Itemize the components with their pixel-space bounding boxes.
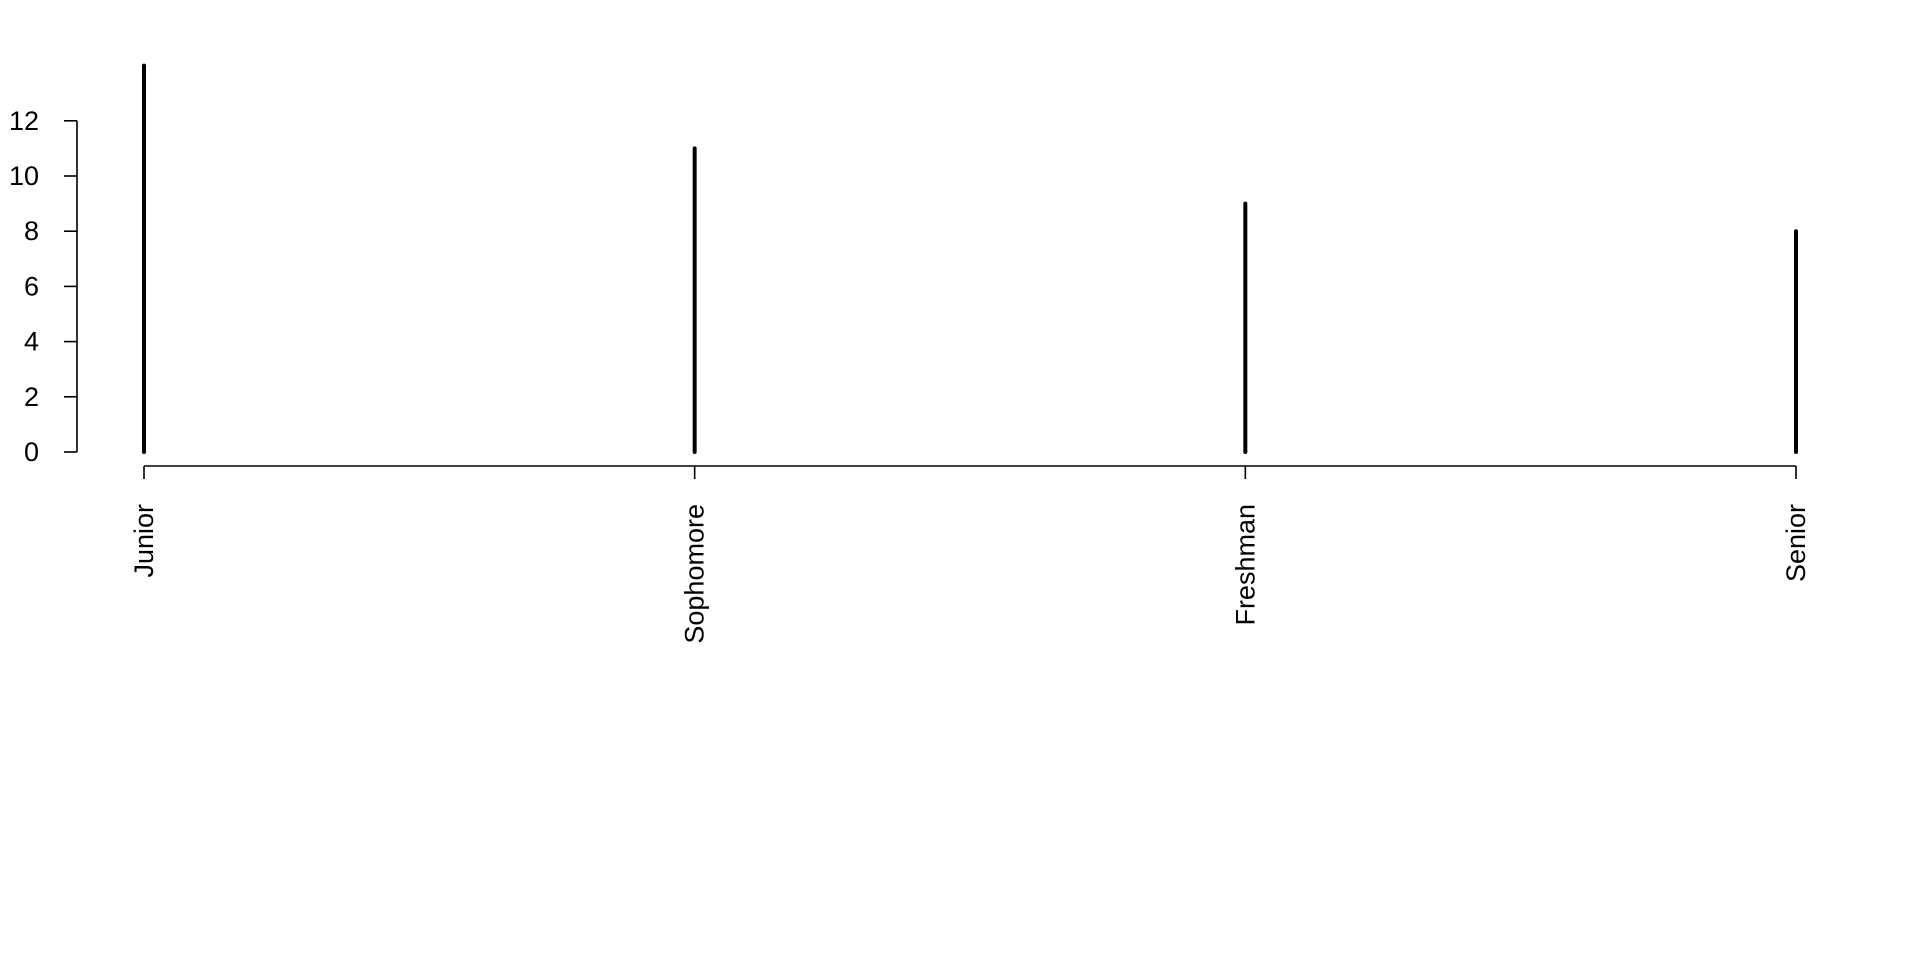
- x-tick-label: Sophomore: [680, 504, 710, 644]
- y-tick-label: 0: [24, 437, 39, 467]
- y-tick-label: 8: [24, 216, 39, 246]
- y-axis: 0 2 4 6 8 10 12: [9, 106, 78, 467]
- x-tick-label: Senior: [1781, 504, 1811, 582]
- y-tick-label: 12: [9, 106, 39, 136]
- y-tick-label: 4: [24, 327, 39, 357]
- x-tick-label: Freshman: [1230, 504, 1260, 626]
- data-lines: [142, 63, 1798, 454]
- y-tick-label: 10: [9, 161, 39, 191]
- y-tick-label: 2: [24, 382, 39, 412]
- x-axis: Junior Sophomore Freshman Senior: [129, 465, 1811, 644]
- y-tick-label: 6: [24, 271, 39, 301]
- x-tick-label: Junior: [129, 504, 159, 578]
